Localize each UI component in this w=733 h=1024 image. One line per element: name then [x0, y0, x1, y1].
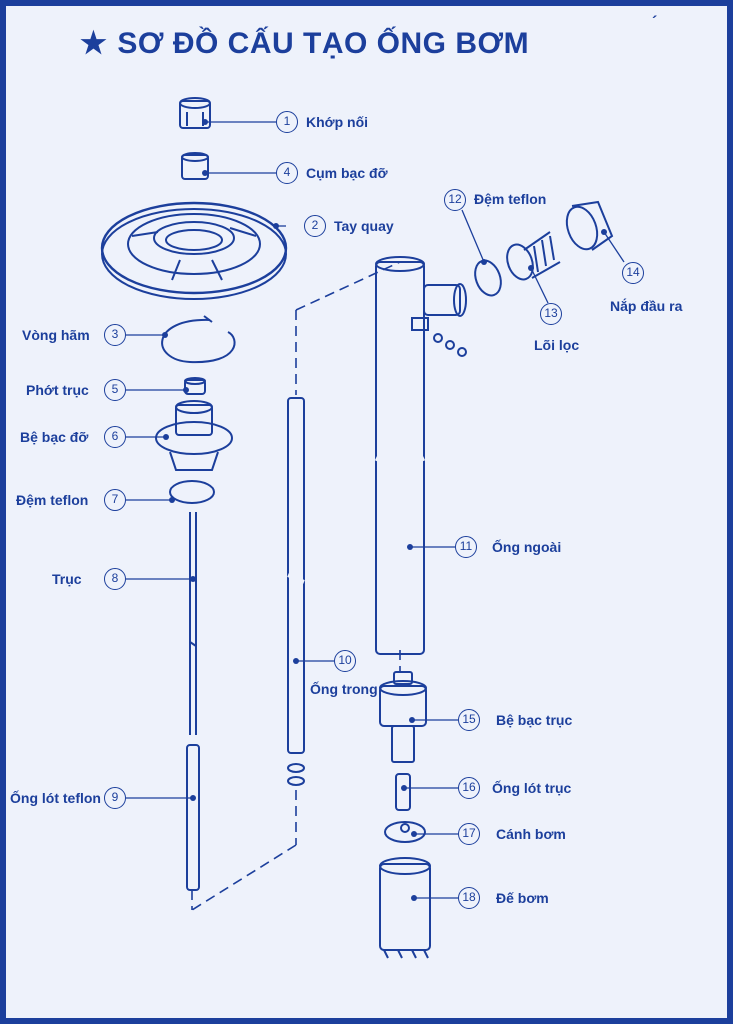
part-number-5: 5	[104, 379, 126, 401]
part-label-8: Trục	[52, 571, 82, 587]
star-icon: ★	[80, 27, 108, 60]
title-text: SƠ ĐỒ CẤU TẠO ỐNG BƠM	[117, 27, 530, 60]
shaft-seal-part	[184, 377, 206, 395]
part-number-16: 16	[458, 777, 480, 799]
part-label-12: Đệm teflon	[474, 191, 547, 207]
shaft-bearing-base-part	[379, 671, 427, 763]
part-number-14: 14	[622, 262, 644, 284]
part-number-13: 13	[540, 303, 562, 325]
leader-dots	[162, 119, 607, 901]
part-number-2: 2	[304, 215, 326, 237]
part-label-13: Lõi lọc	[534, 337, 580, 353]
shaft-part	[189, 512, 197, 735]
part-label-1: Khớp nối	[306, 114, 369, 130]
part-label-18: Đế bơm	[496, 890, 549, 906]
part-label-5: Phớt trục	[26, 382, 89, 398]
outlet-cap-part	[565, 200, 614, 251]
part-number-9: 9	[104, 787, 126, 809]
part-label-15: Bệ bạc trục	[496, 712, 573, 728]
part-label-16: Ống lót trục	[492, 780, 572, 796]
inner-pipe-part	[287, 397, 305, 786]
bearing-assembly-part	[181, 152, 209, 180]
part-label-3: Vòng hãm	[22, 327, 90, 343]
impeller-part	[384, 821, 426, 843]
part-number-15: 15	[458, 709, 480, 731]
part-label-2: Tay quay	[334, 218, 394, 234]
part-label-17: Cánh bơm	[496, 826, 566, 842]
part-label-4: Cụm bạc đỡ	[306, 165, 388, 181]
retaining-ring-part	[161, 315, 236, 364]
hand-wheel-part	[100, 201, 288, 300]
part-number-12: 12	[444, 189, 466, 211]
part-number-11: 11	[455, 536, 477, 558]
pump-base-part	[379, 857, 431, 959]
part-number-1: 1	[276, 111, 298, 133]
part-number-8: 8	[104, 568, 126, 590]
part-number-3: 3	[104, 324, 126, 346]
teflon-gasket-part	[169, 480, 215, 504]
part-number-10: 10	[334, 650, 356, 672]
part-number-6: 6	[104, 426, 126, 448]
part-number-18: 18	[458, 887, 480, 909]
part-label-14: Nắp đầu ra	[610, 298, 683, 314]
part-label-7: Đệm teflon	[16, 492, 89, 508]
part-label-11: Ống ngoài	[492, 539, 562, 555]
part-number-4: 4	[276, 162, 298, 184]
filter-core-part	[506, 231, 561, 281]
part-label-9: Ống lót teflon	[10, 790, 101, 806]
part-number-17: 17	[458, 823, 480, 845]
page-title: ★ SƠ ĐỒ CẤU TẠO ỐNG BƠM	[80, 26, 529, 61]
part-number-7: 7	[104, 489, 126, 511]
part-label-10: Ống trong	[310, 681, 378, 697]
part-label-6: Bệ bạc đỡ	[20, 429, 89, 445]
bearing-base-part	[155, 400, 233, 471]
shaft-liner-part	[395, 773, 411, 811]
teflon-liner-part	[186, 744, 200, 891]
outer-pipe-part	[374, 256, 467, 655]
guide-lines	[191, 261, 401, 911]
leader-lines	[126, 121, 625, 899]
corner-mark: ´	[652, 14, 658, 31]
outlet-gasket-part	[474, 259, 502, 297]
